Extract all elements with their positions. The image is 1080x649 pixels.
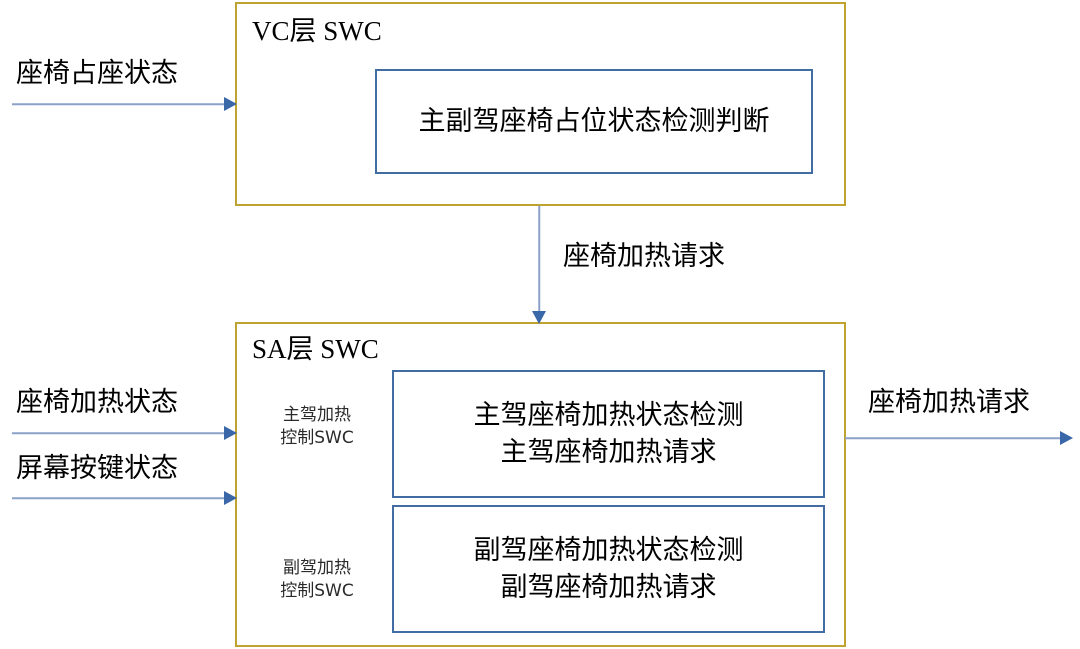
arrow-sa-heating-request-output [845,430,1073,446]
driver-swc-caption-line1: 主驾加热 [283,405,351,425]
arrow-vc-to-sa-heating-request [531,206,547,324]
signal-label-seat-occupancy-state: 座椅占座状态 [16,58,178,89]
arrow-shaft [538,206,540,311]
arrow-head-icon [1060,431,1073,445]
sa-layer-title: SA层 SWC [252,334,379,364]
arrow-screen-key-state-to-sa [12,490,237,506]
passenger-heat-control-swc-caption: 副驾加热 控制SWC [258,557,376,603]
passenger-swc-caption-line2: 控制SWC [280,580,354,601]
arrow-head-icon [224,426,237,440]
driver-heating-request-label: 主驾座椅加热请求 [500,437,717,468]
driver-heat-control-swc-caption: 主驾加热 控制SWC [258,404,376,450]
signal-label-seat-heating-request-internal: 座椅加热请求 [563,241,725,272]
passenger-heating-state-detection-label: 副驾座椅加热状态检测 [473,534,744,566]
arrow-seat-occupancy-to-vc [12,96,237,112]
vc-layer-title: VC层 SWC [252,16,382,46]
arrow-head-icon [532,311,546,324]
arrow-shaft [12,103,224,105]
arrow-head-icon [224,491,237,505]
arrow-shaft [845,437,1060,439]
passenger-heating-request-label: 副驾座椅加热请求 [500,572,717,603]
driver-heating-state-detection-label: 主驾座椅加热状态检测 [473,399,744,431]
occupancy-detection-label: 主副驾座椅占位状态检测判断 [418,105,770,137]
arrow-shaft [12,432,224,434]
signal-label-seat-heating-request-output: 座椅加热请求 [868,387,1030,418]
arrow-head-icon [224,97,237,111]
signal-label-seat-heating-state: 座椅加热状态 [16,387,178,418]
passenger-seat-heating-block[interactable]: 副驾座椅加热状态检测 副驾座椅加热请求 [392,505,825,633]
driver-swc-caption-line2: 控制SWC [280,427,354,448]
driver-seat-heating-block[interactable]: 主驾座椅加热状态检测 主驾座椅加热请求 [392,370,825,498]
passenger-swc-caption-line1: 副驾加热 [283,558,351,578]
occupancy-detection-block[interactable]: 主副驾座椅占位状态检测判断 [375,69,813,174]
signal-label-screen-key-state: 屏幕按键状态 [16,453,178,484]
arrow-shaft [12,497,224,499]
arrow-seat-heating-state-to-sa [12,425,237,441]
